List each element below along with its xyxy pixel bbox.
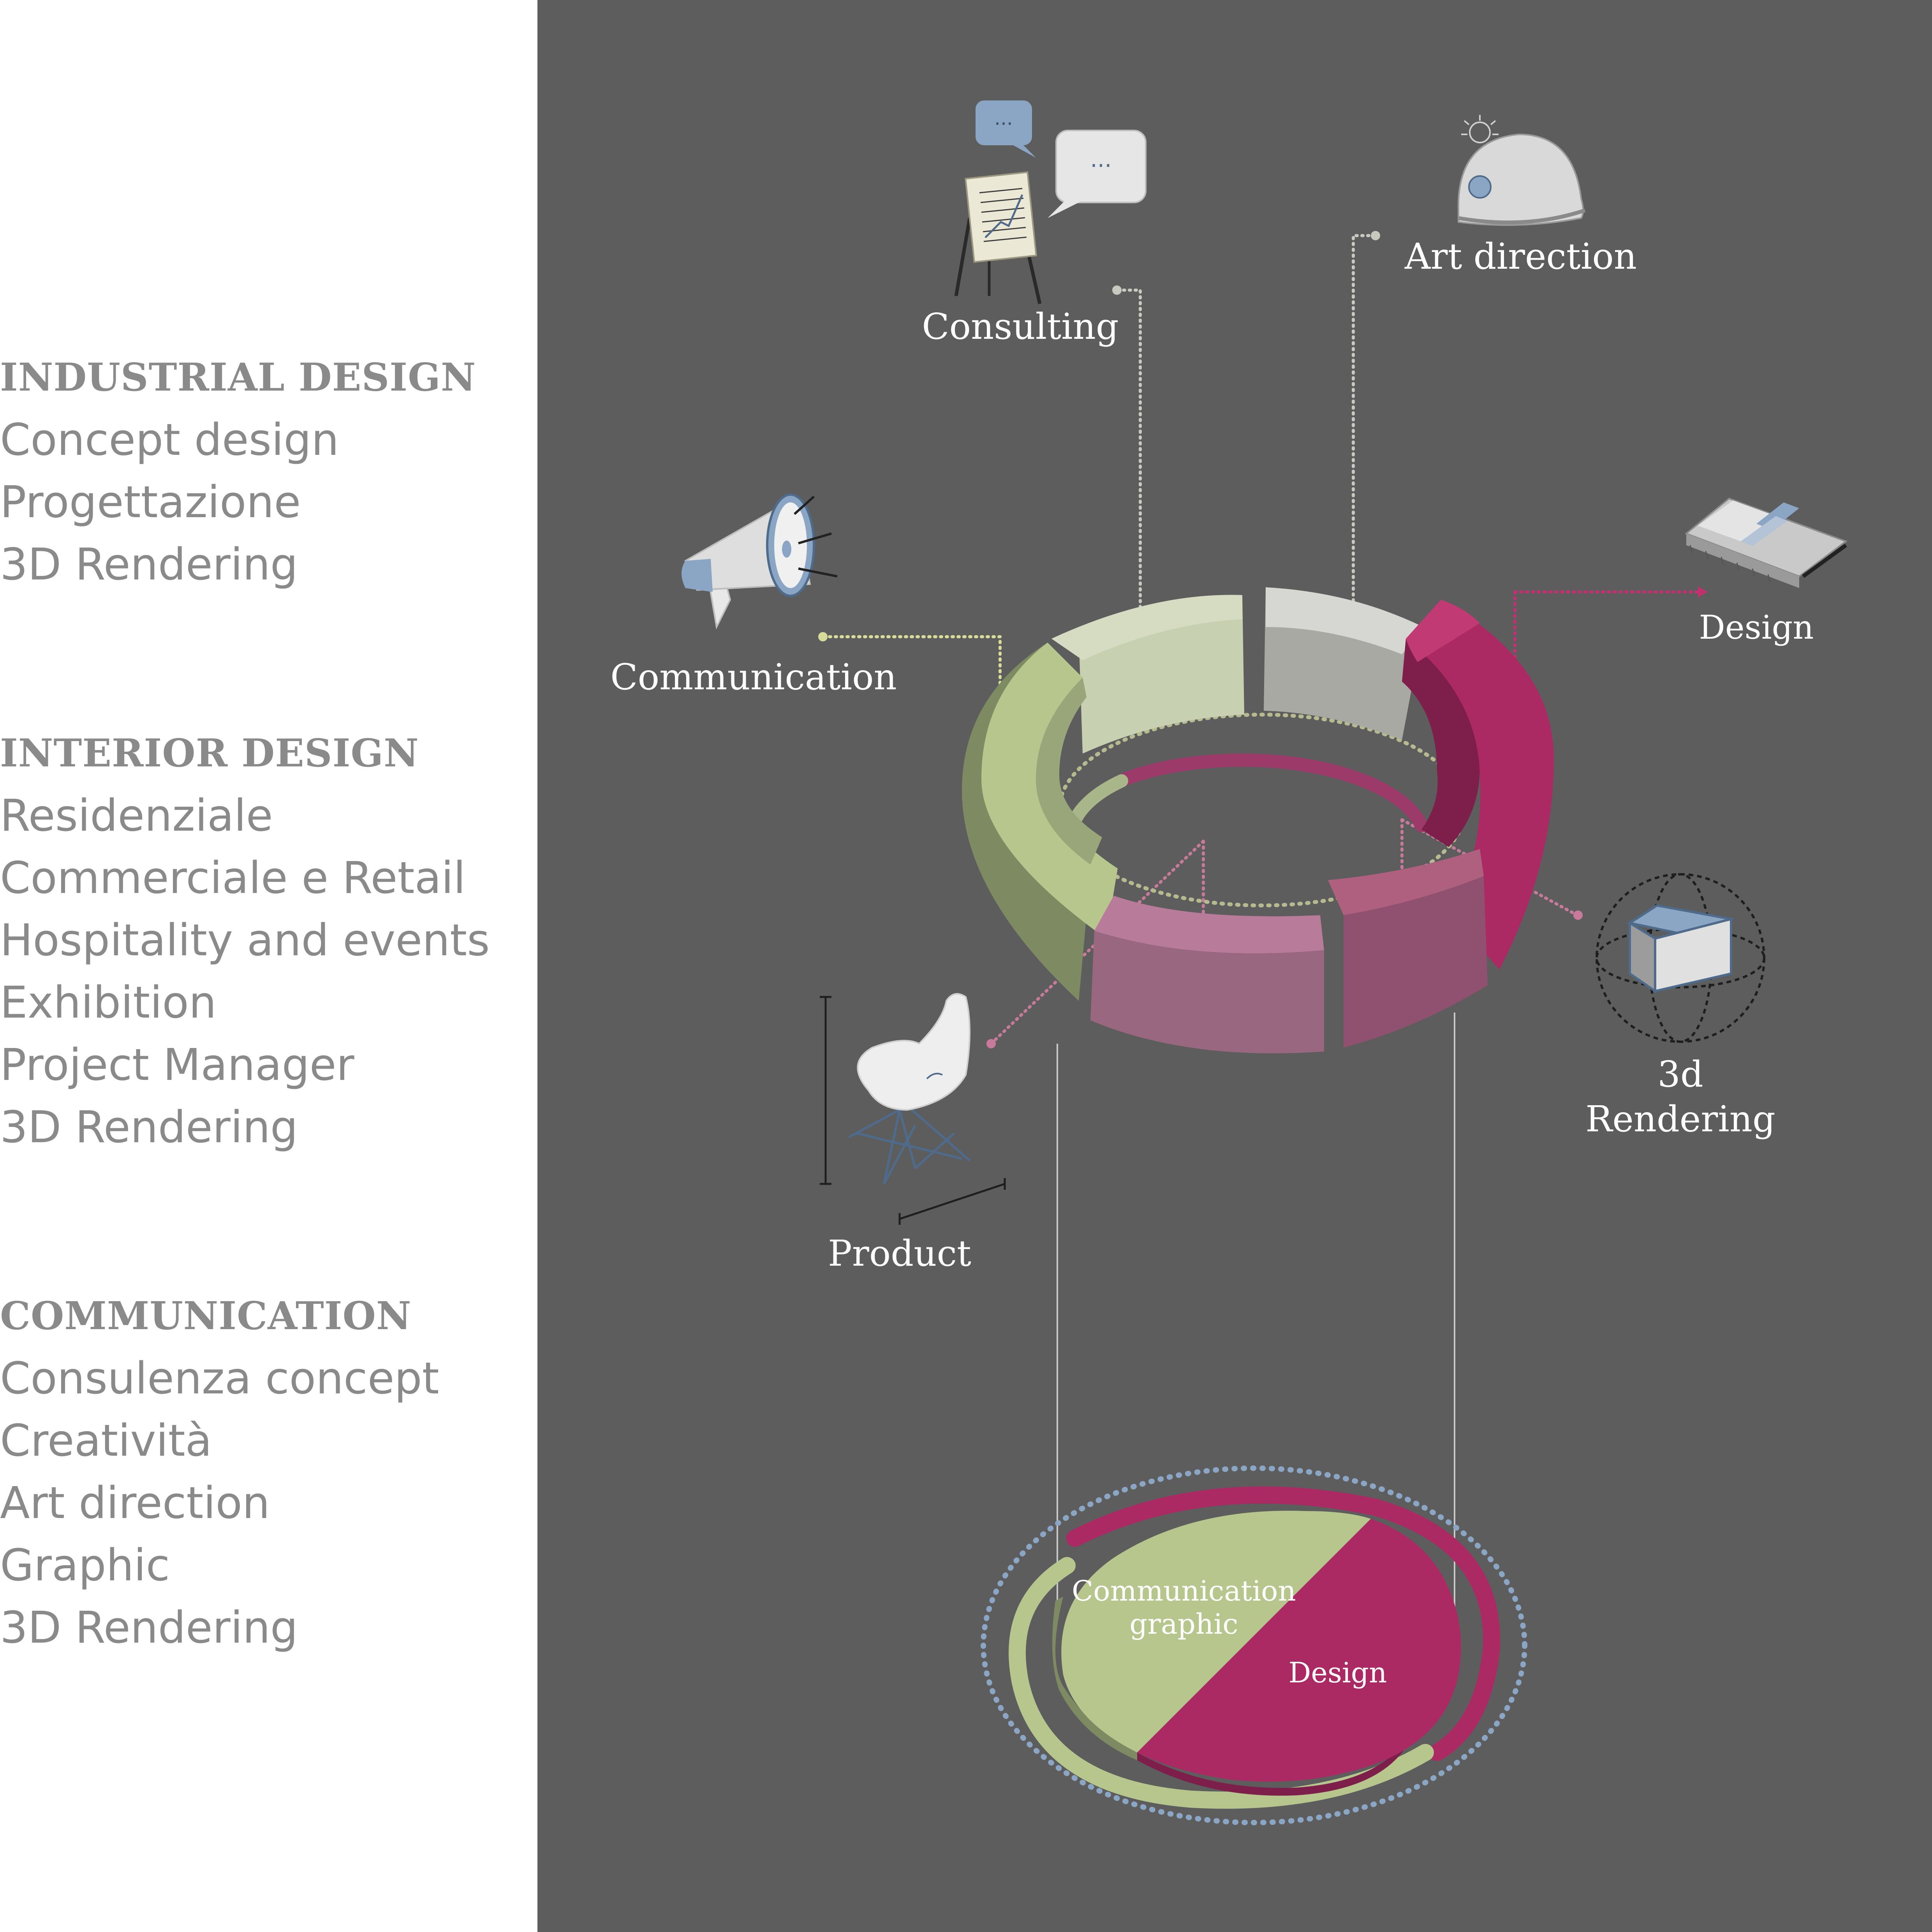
ring-segment-green-inner (1036, 678, 1102, 865)
pie-communication-label-1: Communication (1072, 1574, 1296, 1607)
cube-icon (1596, 873, 1765, 1043)
rendering-connector-dot (1573, 911, 1583, 920)
ring-segment-magenta-face (1406, 600, 1554, 970)
art-direction-connector (1352, 234, 1376, 621)
svg-text:···: ··· (1090, 152, 1111, 179)
section-heading: INDUSTRIAL DESIGN (0, 355, 476, 400)
consulting-connector-dot (1112, 285, 1122, 295)
list-item: Residenziale (0, 791, 273, 841)
services-panel: INDUSTRIAL DESIGN Concept design Progett… (0, 0, 537, 1932)
ring-segment-magenta-inner (1402, 639, 1480, 847)
list-item: Concept design (0, 415, 339, 465)
pie-design-label: Design (1289, 1656, 1387, 1689)
list-item: Progettazione (0, 477, 301, 528)
ring-segment-magenta-top (1406, 600, 1480, 662)
list-item: 3D Rendering (0, 1102, 298, 1153)
communication-connector-dot (818, 632, 828, 641)
list-item: Art direction (0, 1478, 270, 1529)
rendering-label-line1: 3d (1657, 1053, 1703, 1095)
ring-segment-pink-right-face (1344, 876, 1488, 1048)
list-item: Hospitality and events (0, 915, 490, 966)
design-label: Design (1699, 608, 1814, 646)
speech-bubble-icon: ··· ··· (976, 100, 1147, 218)
design-connector-arrow (1698, 586, 1708, 597)
ring-segment-pink-left-top (1094, 896, 1324, 954)
consulting-label: Consulting (922, 306, 1118, 347)
pie-outer-magenta-arc (1066, 1486, 1501, 1761)
product-connector-dot (986, 1039, 996, 1048)
list-item: Consulenza concept (0, 1353, 439, 1404)
list-item: 3D Rendering (0, 1603, 298, 1653)
megaphone-icon (682, 493, 838, 630)
list-item: Exhibition (0, 977, 217, 1028)
ring-segment-pink-right-top (1328, 849, 1484, 915)
consulting-connector (1116, 289, 1142, 644)
projection-lines (1057, 1013, 1455, 1616)
list-item: Graphic (0, 1540, 170, 1591)
pie-dotted-ring (981, 1465, 1527, 1825)
pie-green-slice (1061, 1511, 1371, 1752)
isometric-ring (962, 587, 1554, 1053)
industrial-design-section: INDUSTRIAL DESIGN Concept design Progett… (0, 347, 476, 596)
interior-design-section: INTERIOR DESIGN Residenziale Commerciale… (0, 722, 490, 1159)
rendering-label-line2: Rendering (1585, 1098, 1775, 1140)
inner-magenta-arc (1119, 753, 1428, 832)
section-heading: COMMUNICATION (0, 1294, 412, 1338)
ring-segment-back-green-top (1051, 595, 1242, 660)
communication-label: Communication (610, 656, 897, 698)
ring-segment-back-grey-top (1266, 587, 1423, 654)
list-item: Project Manager (0, 1040, 354, 1090)
flipchart-icon (954, 171, 1042, 304)
list-item: Creatività (0, 1416, 212, 1466)
list-item: Commerciale e Retail (0, 853, 466, 903)
hard-hat-icon (1457, 115, 1586, 226)
pie-magenta-slice (1137, 1519, 1461, 1782)
communication-section: COMMUNICATION Consulenza concept Creativ… (0, 1285, 439, 1659)
svg-text:···: ··· (994, 113, 1013, 135)
pie-communication-label-2: graphic (1129, 1608, 1238, 1640)
art-direction-connector-dot (1371, 231, 1380, 240)
art-direction-label: Art direction (1404, 236, 1637, 277)
ring-segment-pink-left-face (1090, 931, 1324, 1053)
product-label: Product (828, 1233, 971, 1274)
pie-green-side (1052, 1597, 1137, 1760)
chair-icon (820, 993, 1006, 1225)
drawing-tools-icon (1685, 497, 1848, 588)
bottom-pie: Communication graphic Design (981, 1465, 1527, 1825)
section-heading: INTERIOR DESIGN (0, 731, 419, 776)
list-item: 3D Rendering (0, 539, 298, 590)
